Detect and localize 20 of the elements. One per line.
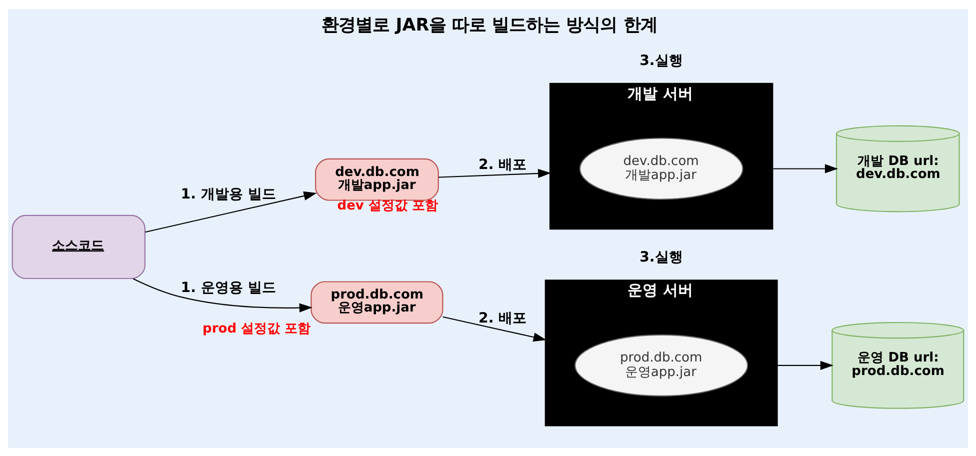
diagram-title: 환경별로 JAR을 따로 빌드하는 방식의 한계 xyxy=(322,15,658,36)
arrow xyxy=(442,316,546,342)
node-ellipse: dev.db.com 개발app.jar xyxy=(579,137,744,200)
edge-label: 1. 개발용 빌드 xyxy=(180,186,276,202)
node-ellipse: prod.db.com 운영app.jar xyxy=(574,334,748,396)
node-box: prod.db.com 운영app.jar xyxy=(310,280,444,324)
arrow xyxy=(778,360,834,370)
arrow xyxy=(144,190,317,232)
node-label: 3.실행 xyxy=(640,52,683,68)
edge-label: 1. 운영용 빌드 xyxy=(180,279,276,296)
node-label: prod 설정값 포함 xyxy=(202,320,311,336)
arrow xyxy=(773,164,838,173)
edge-label: 2. 배포 xyxy=(478,310,527,326)
edge-label: 2. 배포 xyxy=(478,156,527,173)
node-label: dev 설정값 포함 xyxy=(337,198,438,214)
node-box: 소스코드 xyxy=(12,214,146,279)
arrow xyxy=(132,278,312,312)
arrow xyxy=(438,168,552,178)
node-label: 3.실행 xyxy=(640,249,683,266)
node-box: dev.db.com 개발app.jar xyxy=(315,158,439,200)
